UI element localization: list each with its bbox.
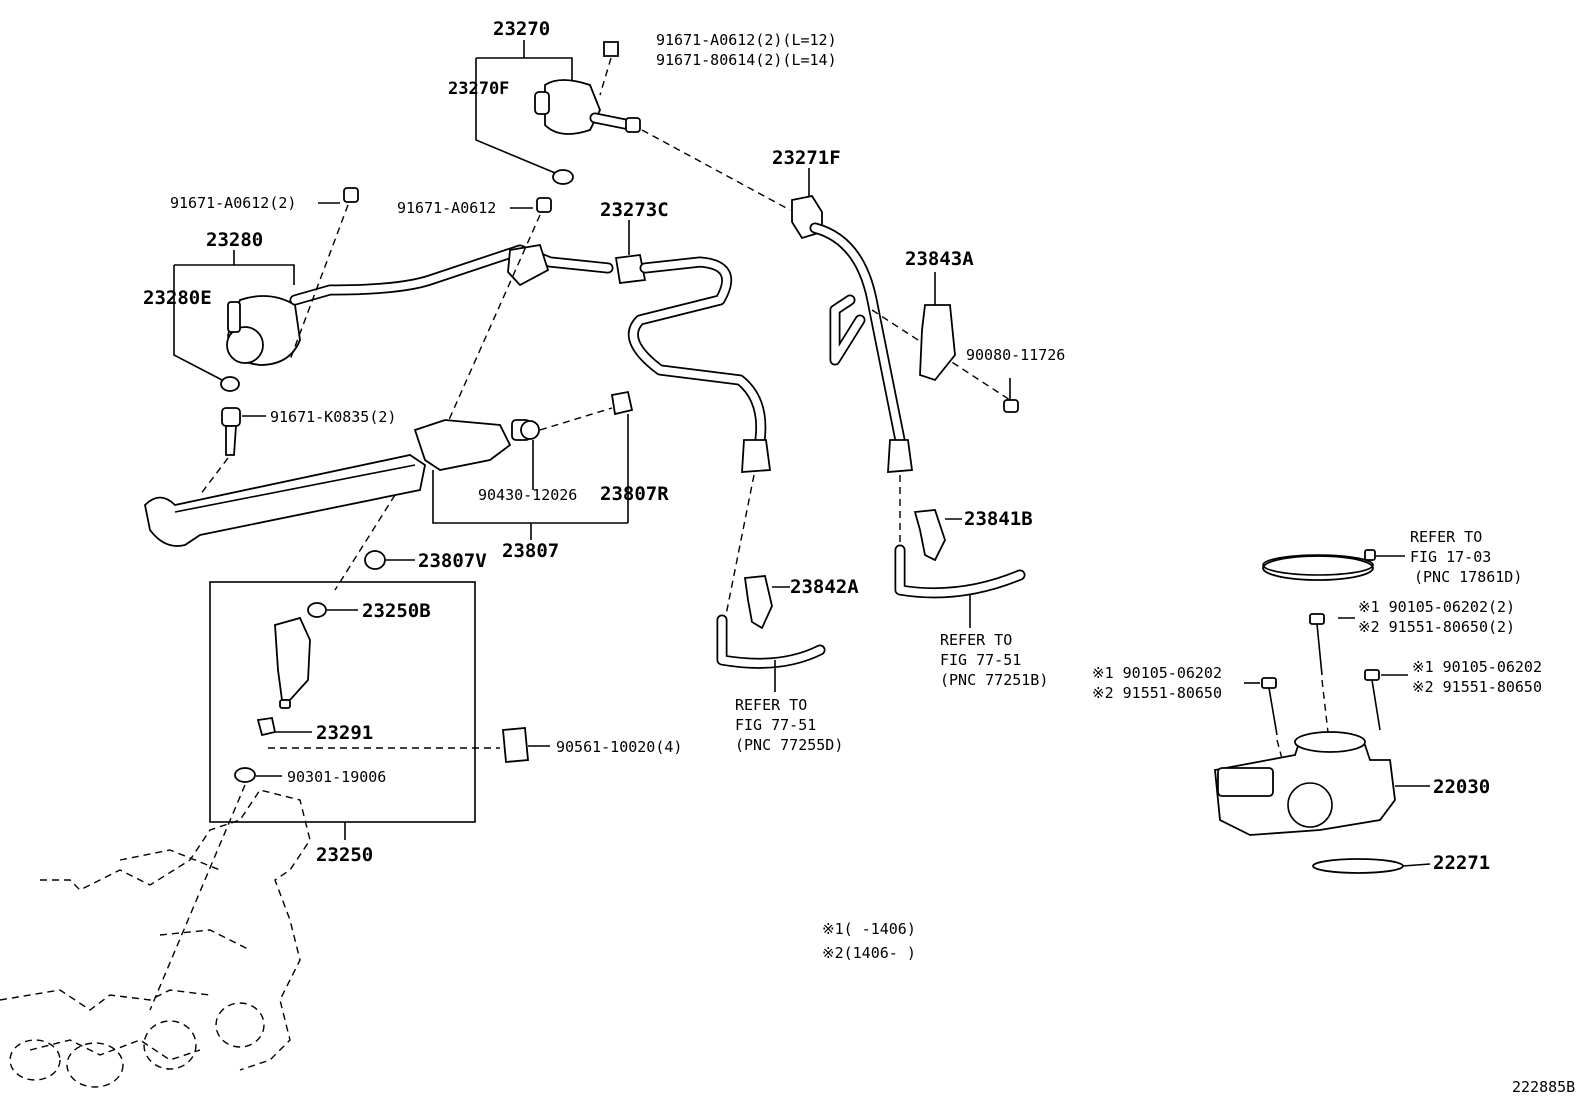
fuel-delivery-pipe-23807 bbox=[144, 390, 634, 591]
ref-77-51d-line3: (PNC 77255D) bbox=[735, 736, 843, 754]
label-91671-a0612: 91671-A0612 bbox=[397, 199, 496, 217]
ref-17-03-line2: FIG 17-03 bbox=[1410, 548, 1491, 566]
o-ring-23280e bbox=[220, 376, 240, 392]
part-labels: 23270 23270F 91671-A0612(2)(L=12) 91671-… bbox=[143, 18, 1575, 1096]
legend-note-1: ※1( -1406) bbox=[822, 920, 916, 938]
bolt-right-2: ※2 91551-80650 bbox=[1412, 678, 1542, 696]
diagram-id: 222885B bbox=[1512, 1078, 1575, 1096]
label-23271f: 23271F bbox=[772, 147, 841, 169]
label-91671-80614: 91671-80614(2)(L=14) bbox=[656, 51, 837, 69]
date-legend: ※1( -1406) ※2(1406- ) bbox=[822, 920, 916, 962]
bolt-90080-11726 bbox=[1003, 399, 1019, 413]
label-91671-a0612-2: 91671-A0612(2) bbox=[170, 194, 296, 212]
label-23841b: 23841B bbox=[964, 508, 1033, 530]
label-23250: 23250 bbox=[316, 844, 373, 866]
label-23280e: 23280E bbox=[143, 287, 212, 309]
gasket-22271 bbox=[1312, 858, 1404, 874]
refer-notes: REFER TO FIG 17-03 (PNC 17861D) REFER TO… bbox=[735, 528, 1522, 754]
ref-77-51d-line1: REFER TO bbox=[735, 696, 807, 714]
bracket-23843a bbox=[919, 272, 1019, 413]
label-91671-a0612-l12: 91671-A0612(2)(L=12) bbox=[656, 31, 837, 49]
label-90430-12026: 90430-12026 bbox=[478, 486, 577, 504]
label-23250b: 23250B bbox=[362, 600, 431, 622]
clip-23842a bbox=[716, 575, 826, 692]
gasket-90430-12026 bbox=[520, 420, 540, 440]
legend-note-2: ※2(1406- ) bbox=[822, 944, 916, 962]
label-23291: 23291 bbox=[316, 722, 373, 744]
o-ring-90301-19006 bbox=[234, 767, 256, 783]
throttle-bolt-notes: ※1 90105-06202(2) ※2 91551-80650(2) ※1 9… bbox=[1092, 598, 1542, 702]
spacer-23807v bbox=[364, 550, 386, 570]
label-22271: 22271 bbox=[1433, 852, 1490, 874]
ref-77-51d-line2: FIG 77-51 bbox=[735, 716, 816, 734]
ref-77-51b-line1: REFER TO bbox=[940, 631, 1012, 649]
ref-77-51b-line3: (PNC 77251B) bbox=[940, 671, 1048, 689]
bolt-top-2: ※2 91551-80650(2) bbox=[1358, 618, 1515, 636]
label-23280: 23280 bbox=[206, 229, 263, 251]
injector-set-23250 bbox=[149, 581, 550, 1011]
label-91671-k0835: 91671-K0835(2) bbox=[270, 408, 396, 426]
bolt-right-1: ※1 90105-06202 bbox=[1412, 658, 1542, 676]
label-90080-11726: 90080-11726 bbox=[966, 346, 1065, 364]
bolt-left-2: ※2 91551-80650 bbox=[1092, 684, 1222, 702]
grommet-90561-10020 bbox=[502, 727, 529, 763]
throttle-body-22030 bbox=[1214, 549, 1431, 874]
bolt-top-1: ※1 90105-06202(2) bbox=[1358, 598, 1515, 616]
ref-17-03-line1: REFER TO bbox=[1410, 528, 1482, 546]
pressure-regulator-23280 bbox=[173, 187, 614, 441]
clamp-ring bbox=[1262, 555, 1374, 581]
plug-23807r bbox=[610, 390, 634, 416]
label-23273c: 23273C bbox=[600, 199, 669, 221]
o-ring-23270f bbox=[552, 169, 574, 185]
label-23807r: 23807R bbox=[600, 483, 669, 505]
bolt-left-1: ※1 90105-06202 bbox=[1092, 664, 1222, 682]
pressure-damper-23270 bbox=[475, 40, 791, 211]
fuel-hose-23273c bbox=[614, 220, 772, 621]
label-23807v: 23807V bbox=[418, 550, 487, 572]
label-23842a: 23842A bbox=[790, 576, 859, 598]
clip-23841b bbox=[894, 509, 1026, 628]
label-23843a: 23843A bbox=[905, 248, 974, 270]
label-23270f: 23270F bbox=[448, 79, 509, 99]
label-90561-10020: 90561-10020(4) bbox=[556, 738, 682, 756]
ref-17-03-line3: (PNC 17861D) bbox=[1414, 568, 1522, 586]
fuel-hose-23271f bbox=[791, 168, 1011, 545]
insulator-23291 bbox=[256, 716, 277, 737]
o-ring-23250b bbox=[307, 602, 327, 618]
engine-block-outline bbox=[0, 789, 311, 1088]
label-23807: 23807 bbox=[502, 540, 559, 562]
label-22030: 22030 bbox=[1433, 776, 1490, 798]
label-23270: 23270 bbox=[493, 18, 550, 40]
label-90301-19006: 90301-19006 bbox=[287, 768, 386, 786]
ref-77-51b-line2: FIG 77-51 bbox=[940, 651, 1021, 669]
